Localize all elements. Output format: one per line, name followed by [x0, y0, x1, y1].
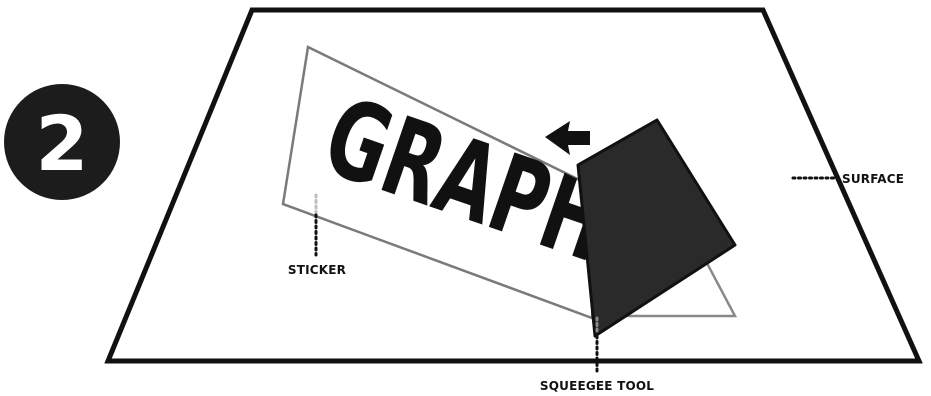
- surface-label: SURFACE: [842, 172, 904, 186]
- squeegee-label: SQUEEGEE TOOL: [540, 379, 654, 393]
- sticker-label: STICKER: [288, 263, 346, 277]
- step-number: 2: [36, 99, 89, 188]
- step-badge: 2: [4, 84, 120, 200]
